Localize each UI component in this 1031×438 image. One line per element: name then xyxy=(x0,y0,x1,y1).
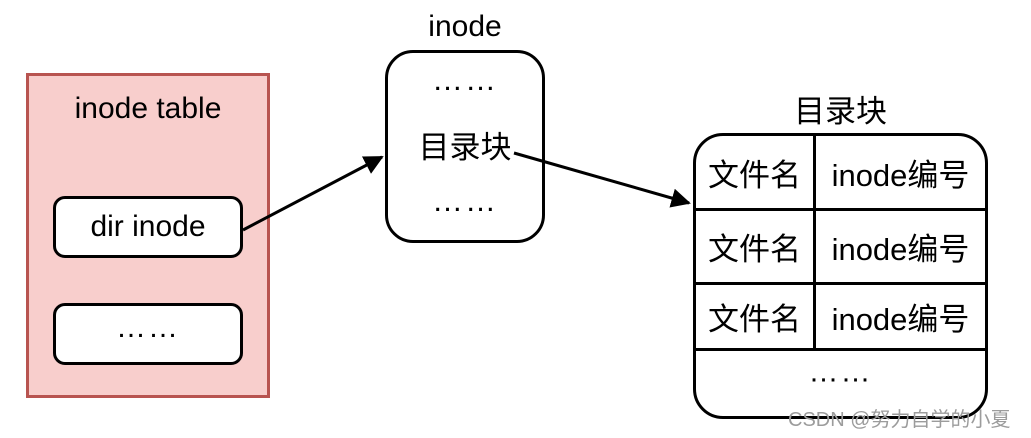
table-row: 文件名 inode编号 xyxy=(696,285,985,351)
inode-number-cell: inode编号 xyxy=(831,232,970,267)
table-row: 文件名 inode编号 xyxy=(696,211,985,285)
inode-row-ellipsis-top: …… xyxy=(432,61,498,97)
inode-table-ellipsis-node: …… xyxy=(53,303,243,365)
inode-table-title: inode table xyxy=(74,92,222,125)
dir-inode-label: dir inode xyxy=(90,210,206,243)
inode-node: …… 目录块 …… xyxy=(385,50,545,243)
inode-row-ellipsis-bottom: …… xyxy=(432,182,498,218)
table-row: 文件名 inode编号 xyxy=(696,136,985,211)
directory-block-title: 目录块 xyxy=(794,94,887,129)
inode-number-cell: inode编号 xyxy=(831,157,970,193)
directory-block-table: 文件名 inode编号 文件名 inode编号 文件名 inode编号 …… xyxy=(693,133,988,419)
inode-number-cell: inode编号 xyxy=(831,302,970,337)
inode-table-ellipsis-label: …… xyxy=(116,310,180,344)
inode-node-title: inode xyxy=(428,10,502,43)
watermark-text: CSDN @努力自学的小夏 xyxy=(788,409,1011,431)
table-footer-ellipsis: …… xyxy=(808,354,873,388)
filename-cell: 文件名 xyxy=(696,211,816,282)
dir-inode-node: dir inode xyxy=(53,196,243,258)
inode-row-directory-block: 目录块 xyxy=(418,129,512,165)
filename-cell: 文件名 xyxy=(696,285,816,348)
filename-cell: 文件名 xyxy=(696,136,816,208)
